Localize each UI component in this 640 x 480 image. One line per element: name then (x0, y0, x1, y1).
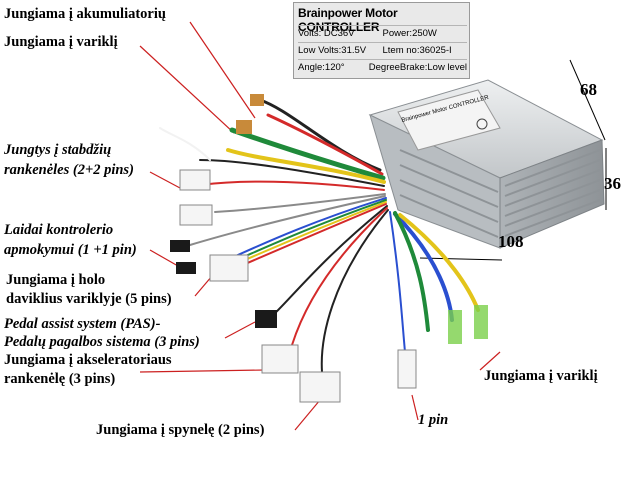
label-learn-line1: Laidai kontrolerio (4, 222, 114, 238)
spec-item: Ltem no:36025-I (382, 45, 452, 56)
label-brake-line1: Jungtys į stabdžių (4, 142, 112, 158)
label-hall-line2: daviklius variklyje (5 pins) (6, 291, 172, 307)
label-one-pin: 1 pin (418, 412, 449, 428)
label-motor-top: Jungiama į variklį (4, 34, 118, 50)
label-brake-line2: rankenėles (2+2 pins) (4, 162, 134, 178)
spec-angle: Angle:120° (298, 62, 345, 73)
spec-volts: Volts: DC36V (298, 28, 355, 39)
label-leader-lines (139, 21, 501, 431)
spec-power: Power:250W (382, 28, 437, 39)
label-learn-line2: apmokymui (1 +1 pin) (4, 242, 137, 258)
label-pas-line2: Pedalų pagalbos sistema (3 pins) (4, 334, 200, 350)
dimension-lines (419, 59, 607, 261)
label-battery: Jungiama į akumuliatorių (4, 6, 166, 22)
wire-harness (159, 98, 480, 373)
spec-low-volts: Low Volts:31.5V (298, 45, 367, 56)
label-throttle-line1: Jungiama į akseleratoriaus (4, 352, 172, 368)
label-hall-line1: Jungiama į holo (6, 272, 106, 288)
dimension-depth: 36 (604, 174, 621, 193)
spec-brake: DegreeBrake:Low level (368, 62, 467, 73)
label-lock: Jungiama į spynelę (2 pins) (96, 422, 265, 438)
dimension-length: 108 (498, 232, 524, 251)
controller-box: Brainpower Motor CONTROLLER (368, 79, 605, 249)
spec-title: Brainpower Motor CONTROLLER (298, 6, 398, 34)
label-motor-right: Jungiama į variklį (484, 368, 598, 384)
spec-plate: Brainpower Motor CONTROLLER Volts: DC36V… (293, 2, 470, 79)
dimension-height: 68 (580, 80, 597, 99)
label-throttle-line2: rankenėlę (3 pins) (4, 371, 116, 387)
label-pas-line1: Pedal assist system (PAS)- (4, 316, 161, 332)
connectors (170, 94, 488, 403)
